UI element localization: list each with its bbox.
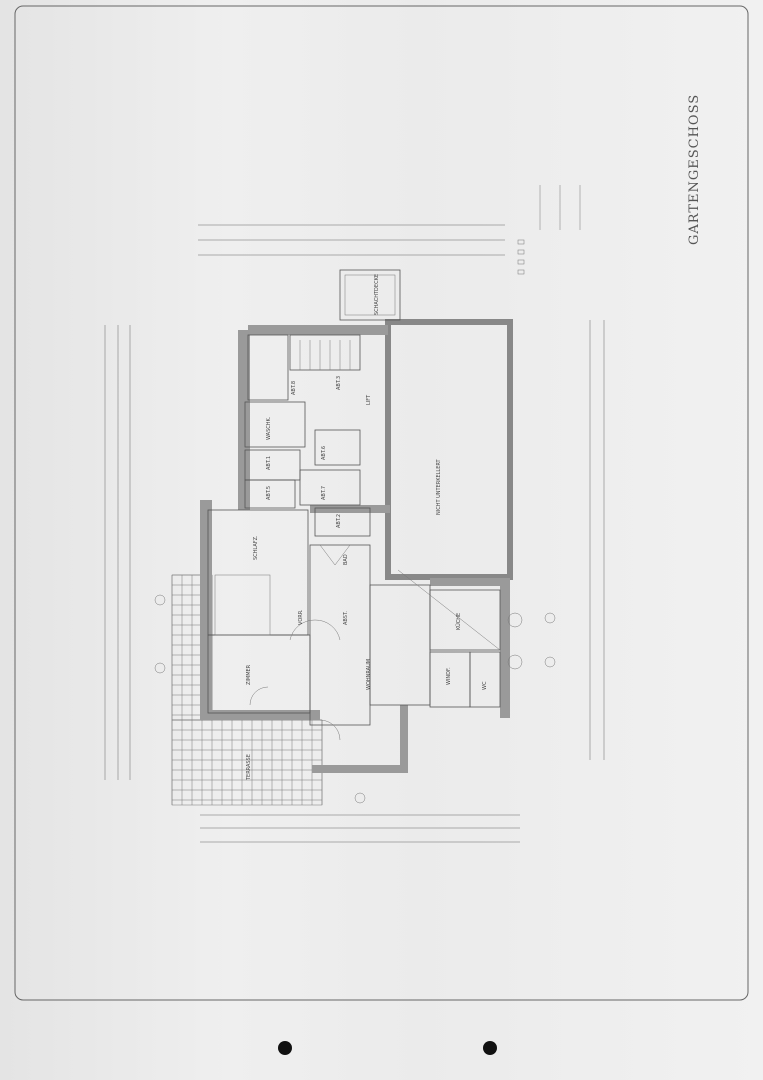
room-label: ABT.7 bbox=[321, 486, 327, 500]
room-label: TERRASSE bbox=[246, 754, 252, 781]
room-label: ABT.5 bbox=[266, 486, 272, 500]
punch-hole bbox=[483, 1041, 497, 1055]
room-label: KÜCHE bbox=[455, 613, 462, 630]
shaft bbox=[339, 269, 401, 321]
room-label: ZIMMER bbox=[246, 664, 252, 685]
interior-walls bbox=[154, 269, 556, 804]
room-label: SCHLAFZ. bbox=[253, 535, 259, 560]
room-label: ABT.8 bbox=[291, 381, 297, 395]
room-label: NICHT UNTERKELLERT bbox=[436, 459, 442, 515]
room-label: WINDF. bbox=[446, 667, 452, 685]
room-label: SCHACHTDECKE bbox=[374, 274, 380, 315]
room-label: BAD bbox=[343, 554, 349, 565]
punch-hole bbox=[278, 1041, 292, 1055]
room-label: ABT.6 bbox=[321, 446, 327, 460]
room-label: ABT.3 bbox=[336, 376, 342, 390]
walls bbox=[200, 319, 513, 773]
room-label: VORR. bbox=[298, 609, 304, 625]
room-label: ABT.1 bbox=[266, 456, 272, 470]
room-label: WASCHK. bbox=[266, 416, 272, 440]
room-label: WC bbox=[482, 681, 488, 690]
sheet-border bbox=[14, 5, 749, 1001]
legend bbox=[517, 185, 581, 275]
room-label: ABT.2 bbox=[336, 514, 342, 528]
room-label: WOHNRAUM bbox=[366, 659, 372, 690]
drawing-title: GARTENGESCHOSS bbox=[687, 94, 702, 245]
dimension-lines bbox=[104, 224, 605, 843]
room-label: LIFT bbox=[366, 394, 372, 405]
room-label: ABST. bbox=[343, 611, 349, 625]
